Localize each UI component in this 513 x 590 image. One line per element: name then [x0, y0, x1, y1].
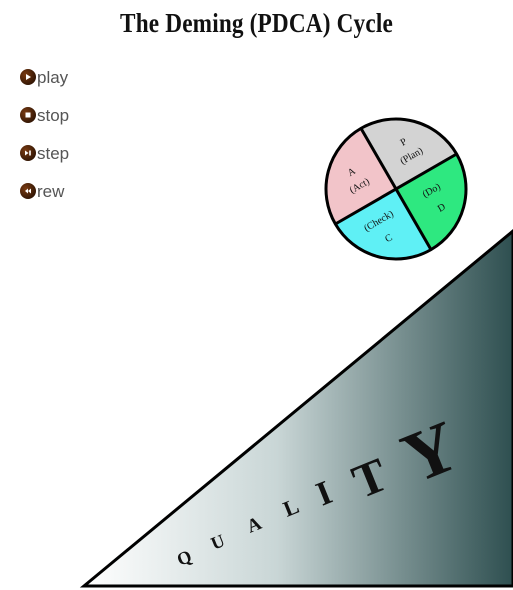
pdca-wheel: P (Plan) (Do) D (Check) C A (Act) — [300, 93, 491, 284]
quality-ramp — [84, 231, 513, 586]
